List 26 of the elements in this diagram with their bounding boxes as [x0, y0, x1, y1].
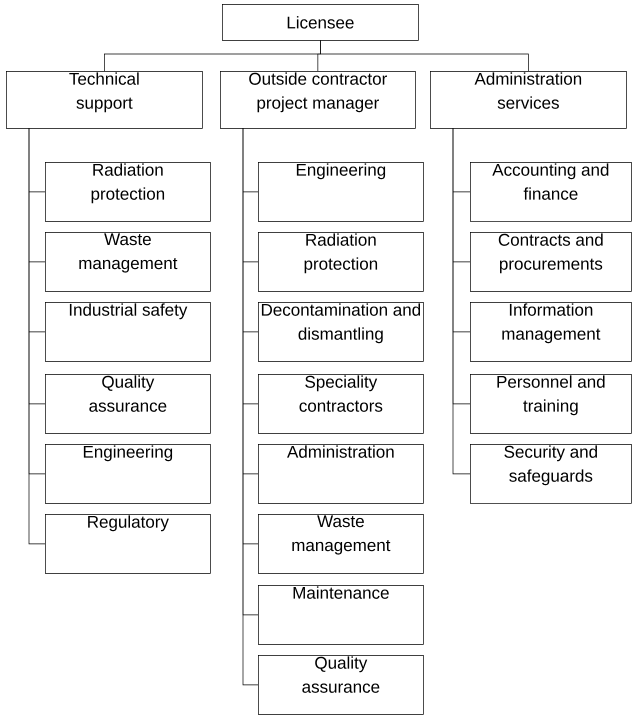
unit-box: Radiation protection — [45, 162, 211, 222]
unit-box: Administration — [258, 444, 424, 504]
unit-box: Engineering — [45, 444, 211, 504]
unit-box: Information management — [470, 302, 632, 362]
connector-line — [28, 128, 46, 544]
unit-box: Personnel and training — [470, 374, 632, 434]
unit-box: Speciality contractors — [258, 374, 424, 434]
unit-box: Maintenance — [258, 585, 424, 645]
connector-line — [452, 128, 470, 474]
unit-box: Decontamination and dismantling — [258, 302, 424, 362]
root-box: Licensee — [222, 4, 419, 41]
unit-box: Contracts and procurements — [470, 232, 632, 292]
unit-box: Waste management — [258, 514, 424, 574]
unit-box: Radiation protection — [258, 232, 424, 292]
connector-line — [320, 40, 529, 72]
unit-box: Security and safeguards — [470, 444, 632, 504]
department-box: Administration services — [430, 71, 627, 129]
unit-box: Waste management — [45, 232, 211, 292]
unit-box: Engineering — [258, 162, 424, 222]
unit-box: Regulatory — [45, 514, 211, 574]
department-box: Technical support — [6, 71, 203, 129]
unit-box: Accounting and finance — [470, 162, 632, 222]
unit-box: Quality assurance — [45, 374, 211, 434]
unit-box: Industrial safety — [45, 302, 211, 362]
unit-box: Quality assurance — [258, 655, 424, 715]
department-box: Outside contractor project manager — [220, 71, 416, 129]
